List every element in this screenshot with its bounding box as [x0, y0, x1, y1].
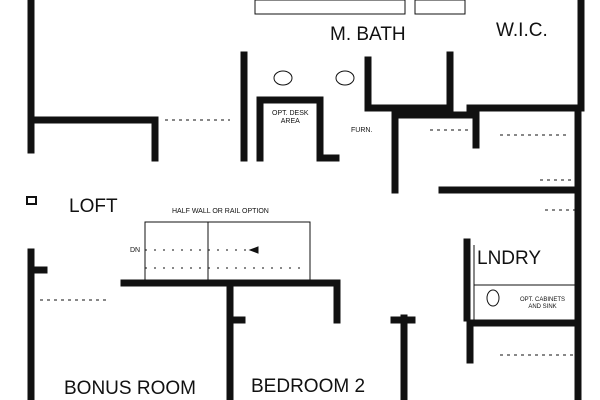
room-label-bonus-room: BONUS ROOM [64, 378, 196, 399]
wall-top-room-bottom [27, 116, 159, 162]
wall-rail-bottom [120, 279, 341, 324]
note-desk-line2: AREA [280, 118, 300, 125]
room-label-master-bath: M. BATH [330, 24, 406, 45]
bath-fixture [414, 0, 466, 15]
loft-door-marker [26, 196, 37, 205]
room-label-bedroom-2: BEDROOM 2 [251, 376, 366, 397]
wall-wic-right [466, 0, 585, 112]
note-cabinets-line1: OPT. CABINETS [520, 297, 566, 303]
stair-arrow [248, 246, 259, 254]
room-label-walk-in-closet: W.I.C. [496, 20, 548, 41]
thin-lines [144, 0, 576, 320]
note-stair-down: DN [130, 247, 141, 254]
note-furnace: FURN. [351, 127, 373, 134]
note-cabinets-line2: AND SINK [528, 304, 557, 310]
stair-outline [144, 221, 311, 281]
wall-desk-right [316, 96, 340, 162]
note-cabinets: OPT. CABINETS AND SINK [520, 297, 565, 311]
note-desk-line1: OPT. DESK [272, 110, 309, 117]
note-desk-area: OPT. DESK AREA [272, 110, 309, 126]
sink-right [335, 70, 355, 86]
room-label-loft: LOFT [69, 196, 118, 217]
lndry-sink [486, 289, 500, 307]
wall-mech-top [391, 111, 480, 149]
room-label-laundry: LNDRY [477, 248, 542, 269]
wall-bath-bottom [364, 56, 454, 112]
dashed-details [40, 119, 575, 356]
wall-bonus-right [226, 279, 246, 324]
note-half-wall: HALF WALL OR RAIL OPTION [172, 208, 269, 215]
sink-left [273, 70, 293, 86]
shower [254, 0, 406, 15]
walls [27, 0, 585, 400]
